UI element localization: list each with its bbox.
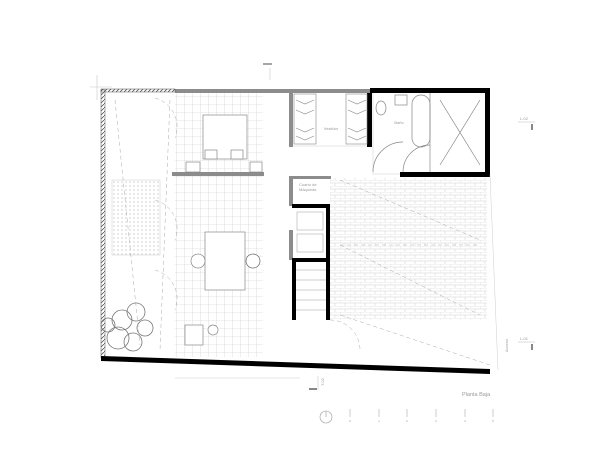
north-arrow-icon xyxy=(319,410,333,424)
room-label-cuarto-maquinas-2: Máquinas xyxy=(299,187,316,192)
room-label-cuarto-maquinas-1: Cuarto de xyxy=(299,182,317,187)
section-mark-l01: L-01 xyxy=(518,336,535,350)
room-label-vestidor: Vestidor xyxy=(324,126,339,131)
scale-tick-3: 3 xyxy=(435,419,437,423)
stairs xyxy=(296,211,326,311)
room-label-bano: Baño xyxy=(394,120,404,125)
brick-floor xyxy=(330,178,487,320)
garden-paving xyxy=(111,179,161,256)
dressing-room xyxy=(291,91,371,147)
walls-grey xyxy=(172,89,371,260)
section-mark-l02: L-02 xyxy=(518,116,535,130)
bed xyxy=(185,114,263,173)
walls-black xyxy=(101,88,490,374)
bath-fixtures xyxy=(372,93,481,173)
property-lines xyxy=(175,174,499,379)
garden-wall xyxy=(100,89,106,359)
plan-title: Planta Baja xyxy=(462,392,491,398)
scale-tick-4: 4 xyxy=(464,419,466,423)
scale-tick-2: 2 xyxy=(406,419,408,423)
svg-text:L-02: L-02 xyxy=(520,116,529,121)
guide-marks xyxy=(90,63,272,100)
section-mark-t02: T-02 xyxy=(309,376,325,390)
entrance-label: Acceso xyxy=(504,338,509,352)
overhead-lines xyxy=(114,97,491,366)
svg-text:T-02: T-02 xyxy=(320,377,325,386)
tree xyxy=(100,302,154,352)
wardrobes xyxy=(293,93,368,145)
dining-table xyxy=(184,231,261,346)
scale-tick-0: 0 xyxy=(349,419,351,423)
svg-text:L-01: L-01 xyxy=(520,336,529,341)
scale-bar xyxy=(349,409,494,417)
scale-tick-1: 1 xyxy=(378,419,380,423)
scale-tick-5: 5 xyxy=(492,419,494,423)
